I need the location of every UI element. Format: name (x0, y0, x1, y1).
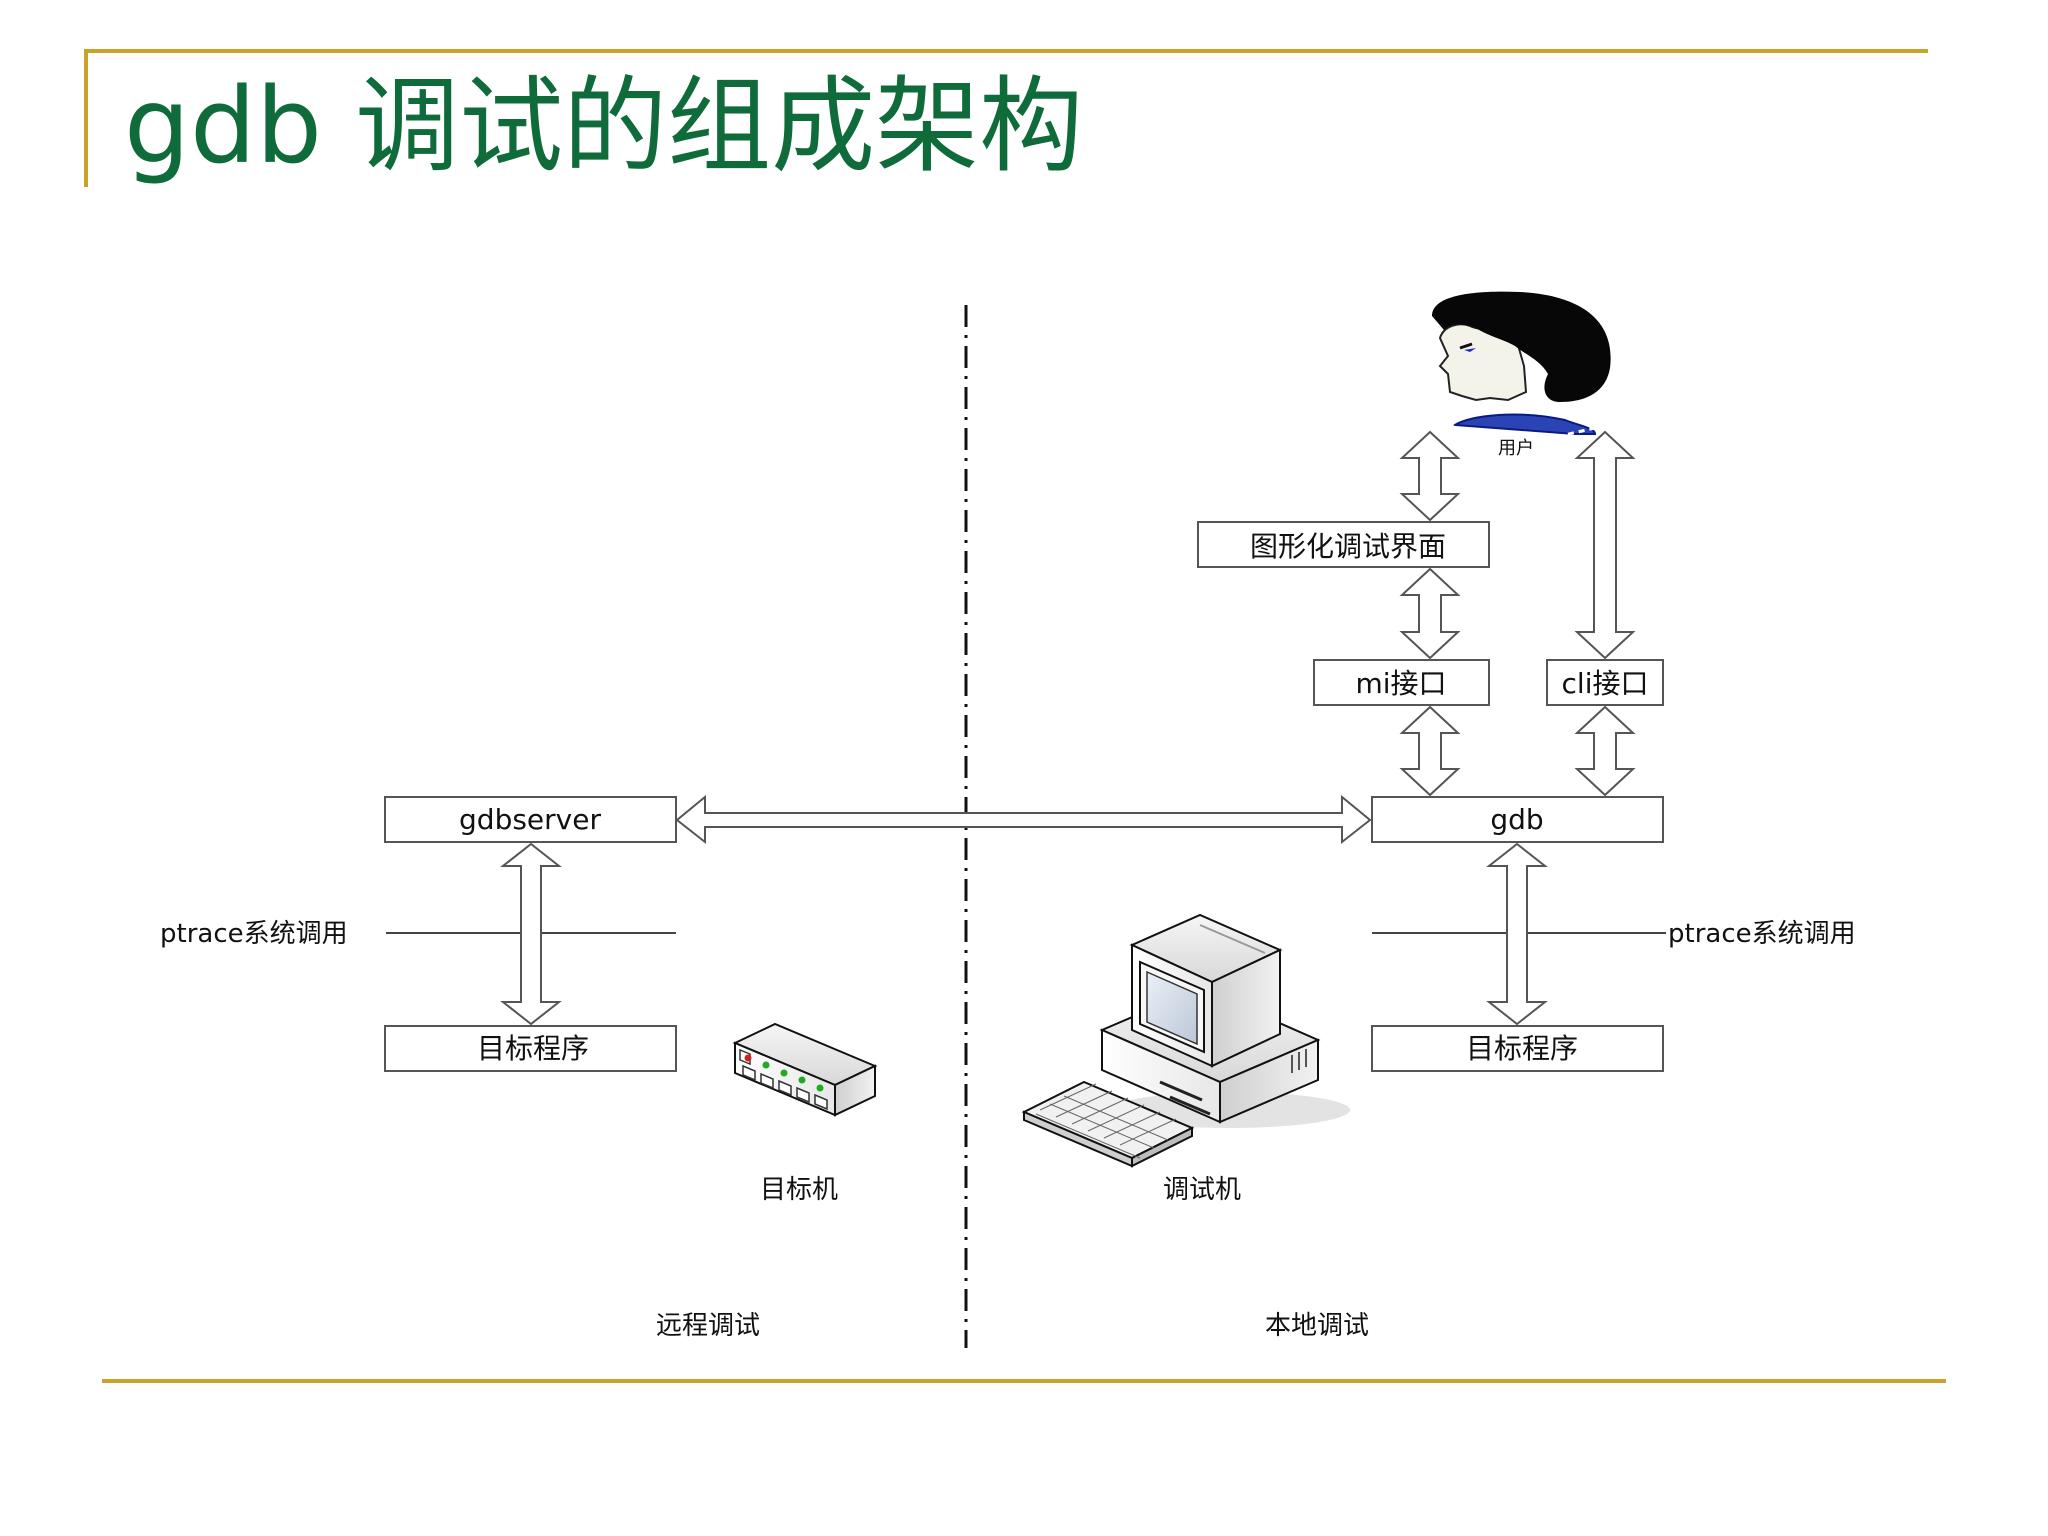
mi-label: mi接口 (1355, 667, 1446, 700)
gdb-label: gdb (1490, 803, 1543, 836)
target-program-left-label: 目标程序 (477, 1032, 589, 1065)
arrow-gui-mi (1399, 567, 1461, 660)
arrow-user-cli (1574, 430, 1636, 660)
target-machine-label: 目标机 (760, 1175, 838, 1205)
arrow-user-gui (1399, 430, 1461, 522)
arrow-gdbserver-gdb (675, 794, 1372, 845)
user-label: 用户 (1498, 438, 1534, 459)
ptrace-left-label: ptrace系统调用 (160, 919, 348, 949)
arrow-gdbserver-target (500, 842, 562, 1026)
cli-label: cli接口 (1562, 667, 1649, 700)
network-switch-icon (732, 1022, 878, 1117)
target-program-right-label: 目标程序 (1466, 1032, 1578, 1065)
ptrace-right-label: ptrace系统调用 (1668, 919, 1856, 949)
gdbserver-box: gdbserver (384, 796, 677, 843)
gui-box: 图形化调试界面 (1197, 521, 1490, 568)
local-debug-label: 本地调试 (1265, 1311, 1369, 1341)
gdbserver-label: gdbserver (459, 803, 601, 836)
user-head-icon (1432, 291, 1611, 438)
gdb-box: gdb (1371, 796, 1664, 843)
arrow-cli-gdb (1574, 705, 1636, 797)
desktop-computer-icon (1021, 913, 1350, 1168)
target-program-right-box: 目标程序 (1371, 1025, 1664, 1072)
remote-debug-label: 远程调试 (656, 1311, 760, 1341)
debug-machine-label: 调试机 (1163, 1175, 1241, 1205)
mi-box: mi接口 (1313, 659, 1490, 706)
slide-title: gdb 调试的组成架构 (124, 65, 1084, 187)
arrow-mi-gdb (1399, 705, 1461, 797)
cli-box: cli接口 (1546, 659, 1664, 706)
target-program-left-box: 目标程序 (384, 1025, 677, 1072)
gui-label: 图形化调试界面 (1250, 530, 1446, 563)
arrow-gdb-target (1486, 842, 1548, 1026)
